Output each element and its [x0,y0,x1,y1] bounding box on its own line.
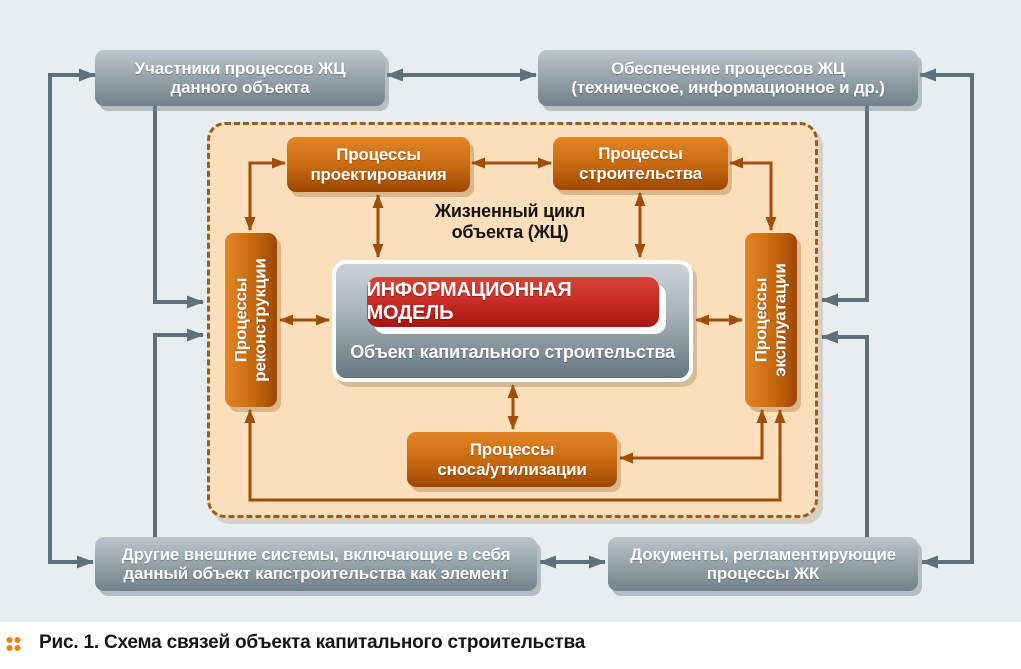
node-demolition-processes: Процессы сноса/утилизации [407,432,617,487]
caption: Рис. 1. Схема связей объекта капитальног… [6,632,585,654]
node-external-systems: Другие внешние системы, включающие в себ… [95,537,537,591]
reconstruction-label: Процессы реконструкции [231,258,270,382]
lifecycle-label: Жизненный цикл объекта (ЖЦ) [434,201,586,242]
operation-label: Процессы эксплуатации [751,263,790,377]
node-operation-processes: Процессы эксплуатации [745,233,797,407]
node-construction-object: ИНФОРМАЦИОННАЯ МОДЕЛЬ Объект капитальног… [332,260,693,382]
node-participants: Участники процессов ЖЦ данного объекта [95,50,385,106]
information-model-badge: ИНФОРМАЦИОННАЯ МОДЕЛЬ [366,277,659,327]
node-construction-processes: Процессы строительства [553,137,728,190]
caption-marker: Рис. 1. [39,632,99,653]
node-documents: Документы, регламентирующие процессы ЖК [608,537,918,591]
node-reconstruction-processes: Процессы реконструкции [225,233,277,407]
caption-label: Схема связей объекта капитального строит… [98,632,586,653]
caption-dots-icon [6,636,21,651]
node-support: Обеспечение процессов ЖЦ (техническое, и… [538,50,918,106]
construction-object-label: Объект капитального строительства [350,342,675,362]
node-design-processes: Процессы проектирования [287,137,470,192]
